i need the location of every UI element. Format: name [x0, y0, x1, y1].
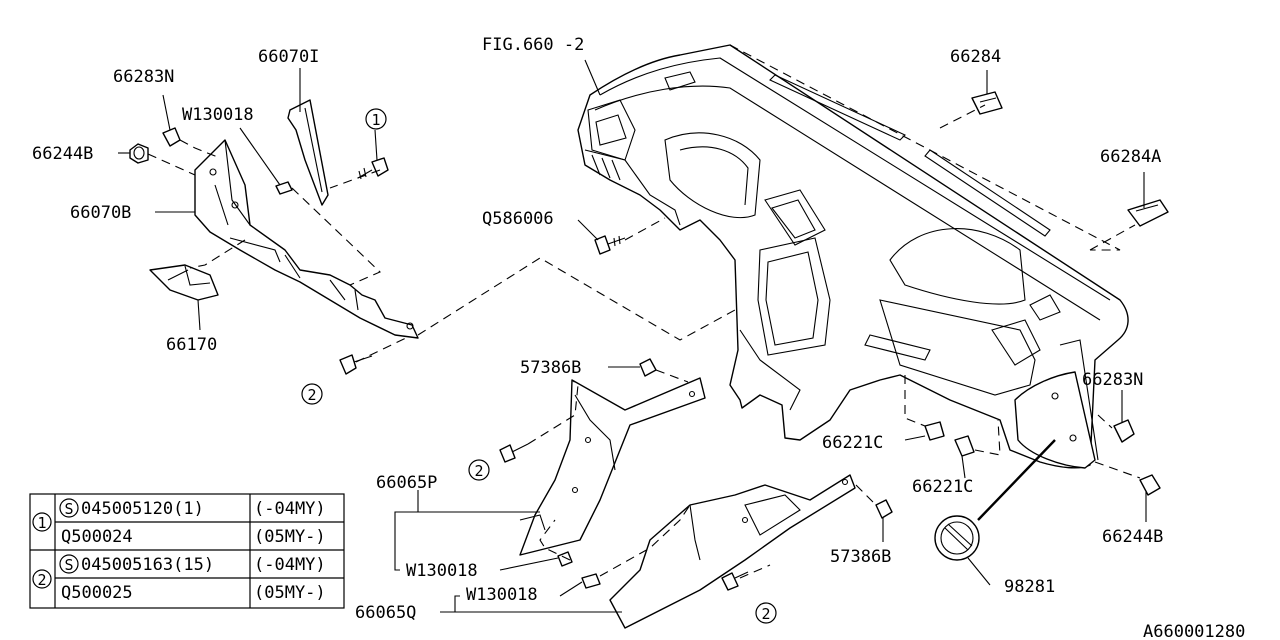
label-w130018-top: W130018 — [182, 105, 254, 125]
standard-part-mark-1-label: S — [64, 500, 73, 518]
part-labels: FIG.660 -2 66070I 66283N W130018 66244B … — [32, 35, 1245, 640]
diagram-id: A660001280 — [1143, 622, 1245, 640]
legend-part-1b: Q500024 — [61, 527, 133, 547]
label-66244b-left: 66244B — [32, 144, 93, 164]
callout-2-mid-label: 2 — [474, 462, 483, 480]
label-66283n-left: 66283N — [113, 67, 174, 87]
legend-part-2b: Q500025 — [61, 583, 133, 603]
bracket-66170 — [149, 264, 219, 301]
label-66070i: 66070I — [258, 47, 319, 67]
label-w130018-mid: W130018 — [406, 561, 478, 581]
label-66070b: 66070B — [70, 203, 131, 223]
grommet-98281 — [934, 439, 1056, 561]
trim-66065q — [609, 474, 856, 629]
label-66244b-right: 66244B — [1102, 527, 1163, 547]
standard-part-mark-2-label: S — [64, 556, 73, 574]
legend-group-1 — [32, 512, 52, 532]
instrument-panel — [577, 44, 1129, 469]
label-57386b-low: 57386B — [830, 547, 891, 567]
legend-range-2b: (05MY-) — [254, 583, 326, 603]
legend-group-1-label: 1 — [37, 514, 46, 532]
callout-1 — [365, 108, 387, 130]
standard-part-mark-2 — [59, 554, 79, 574]
lower-cover-66070b — [194, 139, 419, 339]
legend-group-2-label: 2 — [37, 571, 46, 589]
label-66065q: 66065Q — [355, 603, 416, 623]
label-w130018-low: W130018 — [466, 585, 538, 605]
standard-part-mark-1 — [59, 498, 79, 518]
label-66065p: 66065P — [376, 473, 437, 493]
label-66284: 66284 — [950, 47, 1001, 67]
trim-66065p — [519, 377, 706, 556]
label-57386b-top: 57386B — [520, 358, 581, 378]
fasteners — [129, 91, 1169, 591]
legend-part-2a: 045005163(15) — [81, 555, 214, 575]
callout-2-low — [755, 602, 777, 624]
legend-range-1b: (05MY-) — [254, 527, 326, 547]
leader-lines — [118, 59, 1147, 613]
legend-table: 1 2 S S 045005120(1) (-04MY) Q500024 (05… — [29, 493, 345, 609]
fig-reference: FIG.660 -2 — [482, 35, 584, 55]
legend-group-2 — [32, 569, 52, 589]
legend-range-2a: (-04MY) — [254, 555, 326, 575]
label-66283n-right: 66283N — [1082, 370, 1143, 390]
legend-range-1a: (-04MY) — [254, 499, 326, 519]
label-98281: 98281 — [1004, 577, 1055, 597]
assembly-lines — [147, 44, 1141, 579]
label-66284a: 66284A — [1100, 147, 1161, 167]
callout-1-label: 1 — [371, 111, 380, 129]
pad-66070i — [287, 99, 329, 206]
callout-2-low-label: 2 — [761, 605, 770, 623]
callout-2-left — [301, 383, 323, 405]
callouts: 1 2 2 2 — [301, 108, 777, 624]
label-q586006: Q586006 — [482, 209, 554, 229]
label-66170: 66170 — [166, 335, 217, 355]
callout-2-mid — [468, 459, 490, 481]
label-66221c-b: 66221C — [912, 477, 973, 497]
legend-part-1a: 045005120(1) — [81, 499, 204, 519]
label-66221c-a: 66221C — [822, 433, 883, 453]
callout-2-left-label: 2 — [307, 386, 316, 404]
